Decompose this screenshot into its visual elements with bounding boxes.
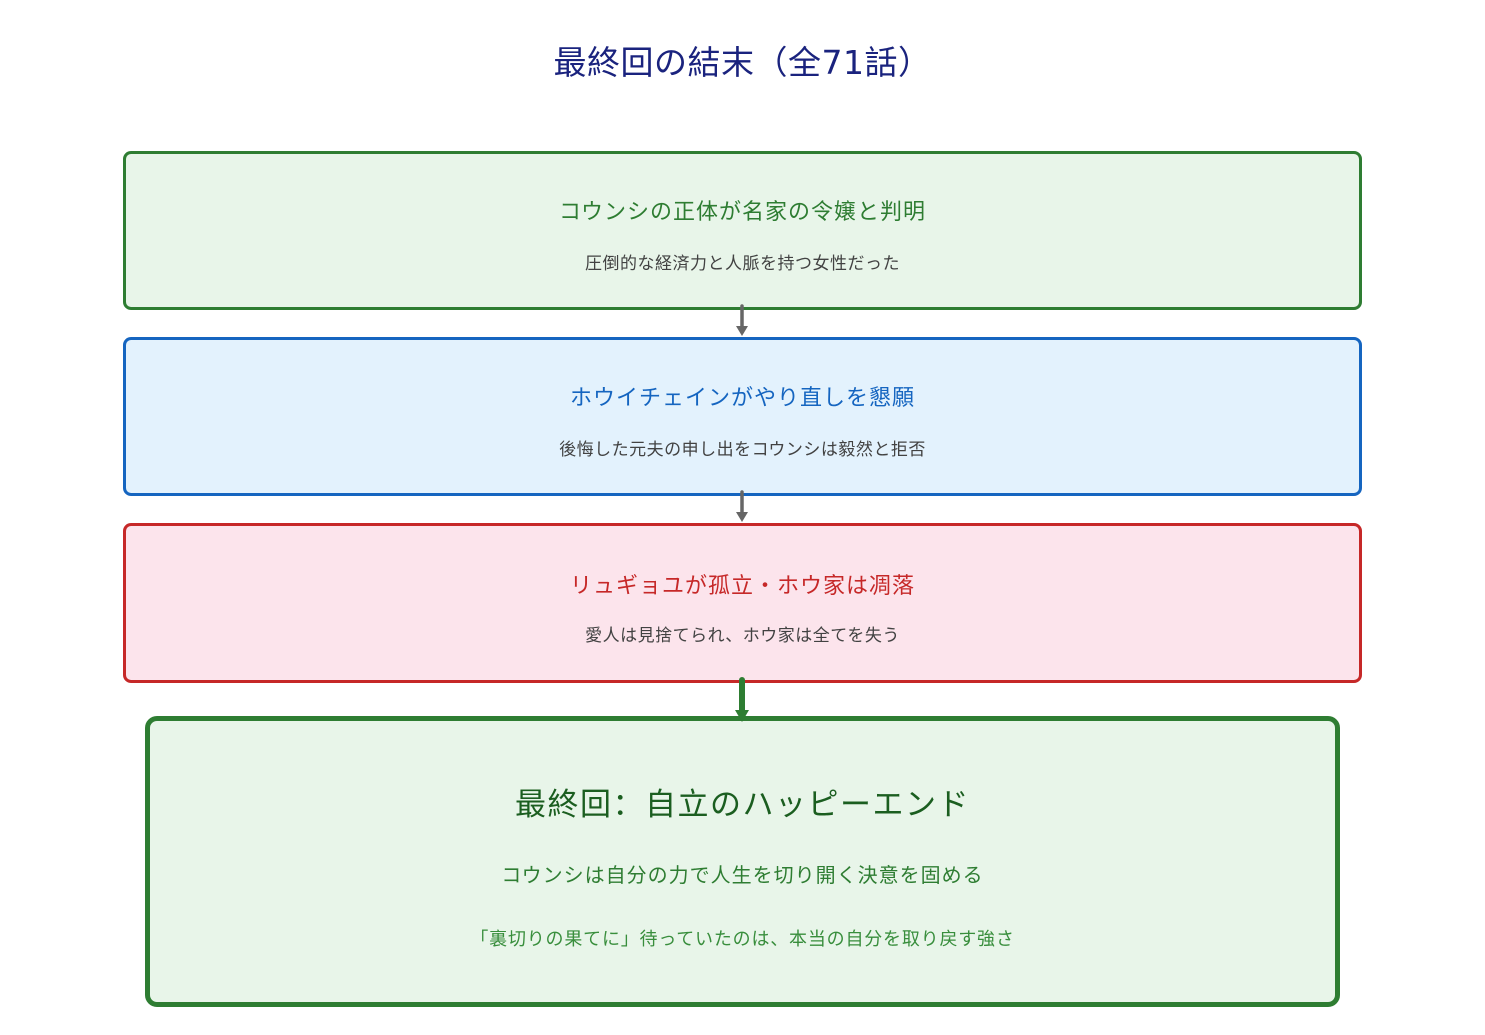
step-1-box: コウンシの正体が名家の令嬢と判明 圧倒的な経済力と人脈を持つ女性だった xyxy=(123,151,1362,310)
step-2-heading: ホウイチェインがやり直しを懇願 xyxy=(569,386,915,411)
step-3-box: リュギョユが孤立・ホウ家は凋落 愛人は見捨てられ、ホウ家は全てを失う xyxy=(123,523,1362,683)
step-2-box: ホウイチェインがやり直しを懇願 後悔した元夫の申し出をコウンシは毅然と拒否 xyxy=(123,337,1362,496)
step-1-heading: コウンシの正体が名家の令嬢と判明 xyxy=(558,200,927,225)
arrow-step1-to-step2-icon xyxy=(736,304,748,336)
final-box: 最終回：自立のハッピーエンド コウンシは自分の力で人生を切り開く決意を固める 「… xyxy=(145,716,1340,1007)
step-3-heading: リュギョユが孤立・ホウ家は凋落 xyxy=(569,574,915,599)
step-3-description: 愛人は見捨てられ、ホウ家は全てを失う xyxy=(585,626,900,646)
final-heading: 最終回：自立のハッピーエンド xyxy=(515,787,970,823)
step-1-description: 圧倒的な経済力と人脈を持つ女性だった xyxy=(585,254,900,274)
arrow-step2-to-step3-icon xyxy=(736,490,748,522)
final-description: コウンシは自分の力で人生を切り開く決意を固める xyxy=(501,863,984,887)
step-2-description: 後悔した元夫の申し出をコウンシは毅然と拒否 xyxy=(559,440,926,460)
final-quote: 「裏切りの果てに」待っていたのは、本当の自分を取り戻す強さ xyxy=(470,929,1015,950)
diagram-title: 最終回の結末（全71話） xyxy=(553,43,932,82)
